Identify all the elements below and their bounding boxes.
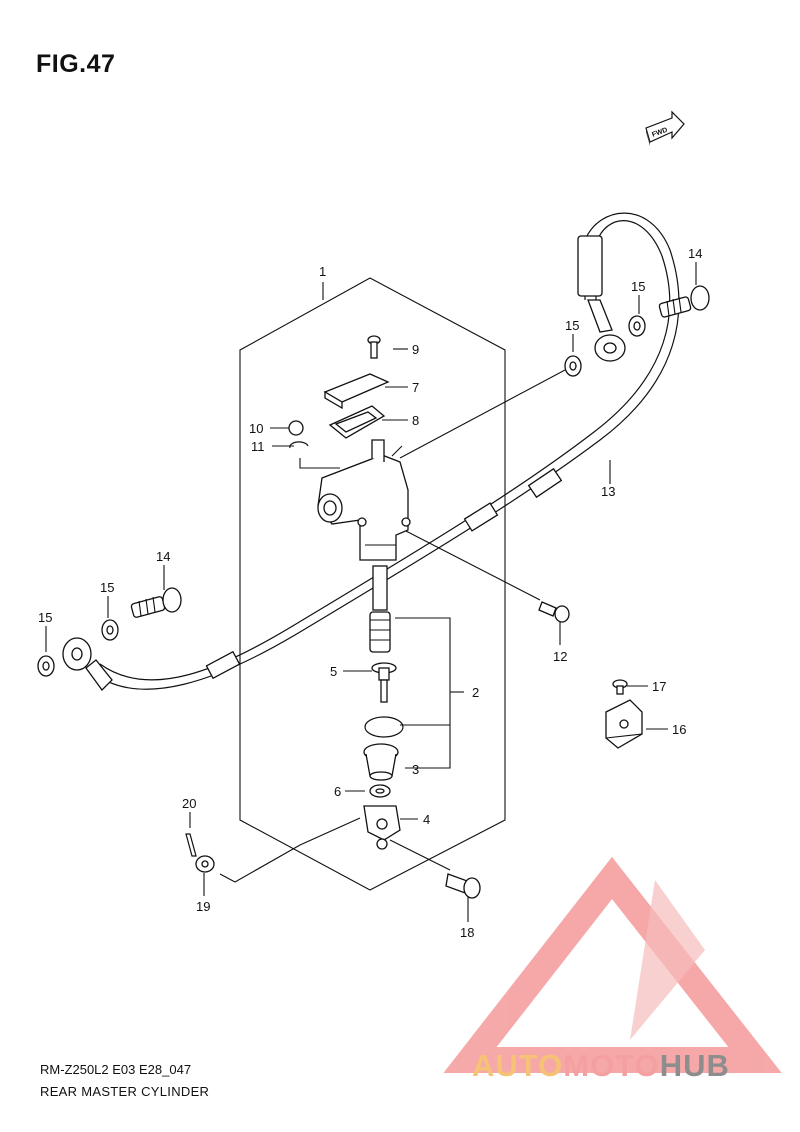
callout-15-d: 15 xyxy=(38,610,52,625)
banjo-bolt-lower xyxy=(130,587,182,618)
clevis-joint xyxy=(363,805,401,850)
reservoir-screw xyxy=(367,335,381,359)
reservoir-cap xyxy=(323,373,390,410)
callout-9: 9 xyxy=(412,342,419,357)
callout-12: 12 xyxy=(553,649,567,664)
hose-banjo-fitting-lower xyxy=(62,637,113,691)
piston xyxy=(369,611,391,653)
banjo-bolt-upper xyxy=(658,285,710,318)
washers xyxy=(37,315,646,677)
watermark-wordmark: AUTOMOTOHUB xyxy=(472,1048,730,1084)
callout-2: 2 xyxy=(472,685,479,700)
clevis-pin xyxy=(445,873,481,899)
callout-8: 8 xyxy=(412,413,419,428)
callout-14-lower: 14 xyxy=(156,549,170,564)
circlip-small xyxy=(289,441,309,449)
callout-15-c: 15 xyxy=(100,580,114,595)
figure-code: RM-Z250L2 E03 E28_047 xyxy=(40,1062,192,1077)
callout-15-a: 15 xyxy=(631,279,645,294)
callout-11: 11 xyxy=(251,439,265,454)
callout-17: 17 xyxy=(652,679,666,694)
callout-10: 10 xyxy=(249,421,263,436)
hose-guide-screw xyxy=(612,679,628,695)
watermark-logo xyxy=(443,856,782,1073)
figure-subtitle: REAR MASTER CYLINDER xyxy=(40,1084,210,1099)
cotter-pin xyxy=(185,833,197,857)
brake-hose xyxy=(91,212,680,690)
callout-6: 6 xyxy=(334,784,341,799)
callout-13: 13 xyxy=(601,484,615,499)
callout-3: 3 xyxy=(412,762,419,777)
callout-18: 18 xyxy=(460,925,474,940)
piston-spring xyxy=(372,565,388,611)
callout-16: 16 xyxy=(672,722,686,737)
watermark-part-hub: HUB xyxy=(659,1048,730,1083)
diaphragm xyxy=(328,405,386,439)
watermark-part-moto: MOTO xyxy=(563,1048,660,1083)
assembly-outline xyxy=(239,277,506,891)
watermark-part-auto: AUTO xyxy=(472,1048,564,1083)
washer-19 xyxy=(195,855,215,873)
hose-guide xyxy=(605,699,643,749)
callout-15-b: 15 xyxy=(565,318,579,333)
callout-14-upper: 14 xyxy=(688,246,702,261)
callout-4: 4 xyxy=(423,812,430,827)
leader-lines xyxy=(45,262,697,922)
callout-1: 1 xyxy=(319,264,326,279)
callout-19: 19 xyxy=(196,899,210,914)
push-rod xyxy=(371,662,397,703)
nut xyxy=(369,784,391,798)
fwd-arrow-icon: FWD xyxy=(645,110,685,146)
callout-labels: 1 2 3 4 5 6 7 8 9 10 11 12 13 14 14 15 1… xyxy=(38,246,702,940)
callout-20: 20 xyxy=(182,796,196,811)
callout-5: 5 xyxy=(330,664,337,679)
master-cylinder-body xyxy=(317,439,411,561)
hose-banjo-fitting-upper xyxy=(587,299,626,362)
mounting-bolt xyxy=(538,601,570,623)
filter-disc xyxy=(288,420,304,436)
boot xyxy=(363,743,399,781)
figure-title: FIG.47 xyxy=(36,50,116,78)
callout-7: 7 xyxy=(412,380,419,395)
circlip xyxy=(364,716,404,738)
